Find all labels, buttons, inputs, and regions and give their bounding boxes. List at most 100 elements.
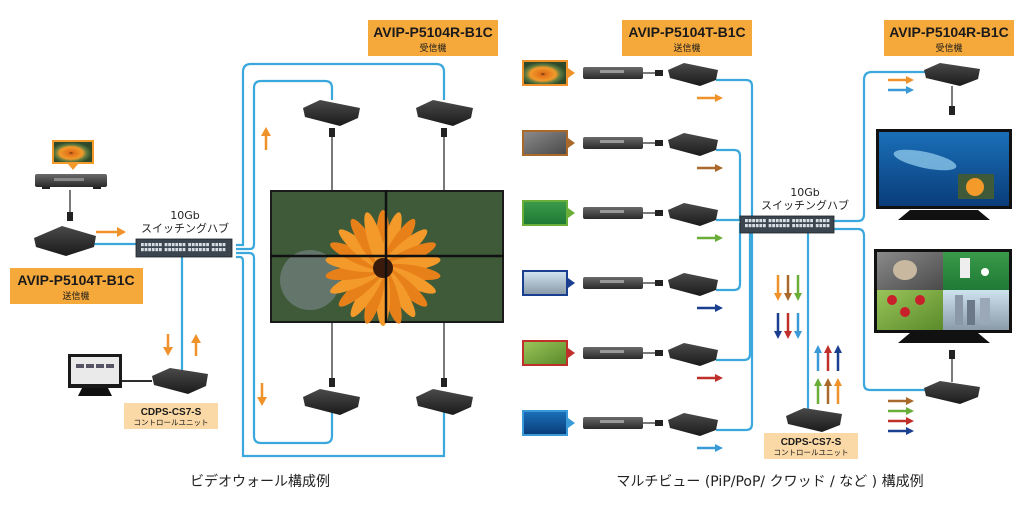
caption-video-wall: ビデオウォール構成例 — [190, 473, 330, 490]
transmitter-device — [668, 343, 718, 366]
right-control-unit — [786, 408, 842, 432]
arrow-up-red — [824, 345, 832, 371]
left-switching-hub: 10Gb スイッチングハブ — [135, 209, 233, 258]
cable-tx-city — [716, 222, 742, 292]
arrow-up-navy — [834, 345, 842, 371]
transmitter-device — [34, 226, 96, 256]
hdmi-plug — [655, 420, 663, 426]
cable-tx-cat — [716, 148, 742, 222]
source-row-cherries — [522, 340, 723, 382]
right-transmitter-label: AVIP-P5104T-B1C 送信機 — [622, 20, 752, 56]
left-control-unit — [152, 368, 208, 394]
left-receiver-model: AVIP-P5104R-B1C — [373, 24, 493, 40]
right-control-model: CDPS-CS7-S — [781, 437, 842, 448]
receiver-quad — [924, 381, 980, 404]
transmitter-device — [668, 413, 718, 436]
quad-arrow-navy — [888, 427, 914, 435]
right-receiver-sub: 受信機 — [935, 42, 962, 54]
source-thumbnail-flower — [52, 140, 94, 170]
transmitter-device — [668, 63, 718, 86]
right-hub-name: スイッチングハブ — [761, 198, 849, 212]
flow-arrow-down — [257, 383, 267, 406]
receiver-pip — [924, 63, 980, 86]
source-row-soccer — [522, 200, 723, 242]
receiver-bottom-right — [416, 389, 473, 415]
multiview-section: 10Gb スイッチングハブ CDPS-CS7-S コントロールユニット AVIP… — [522, 20, 1014, 490]
arrow-down-orange — [774, 275, 782, 301]
right-receiver-label: AVIP-P5104R-B1C 受信機 — [884, 20, 1014, 56]
receiver-top-left — [303, 100, 360, 126]
quad-arrow-brown — [888, 397, 914, 405]
arrow-up-green — [814, 378, 822, 404]
hdmi-plug — [67, 212, 73, 221]
receiver-bottom-left — [303, 389, 360, 415]
flow-arrow-up — [261, 127, 271, 150]
left-transmitter-label: AVIP-P5104T-B1C 送信機 — [10, 268, 143, 304]
quad-monitor — [874, 249, 1012, 343]
flow-arrow-red — [697, 374, 723, 382]
pip-arrow-orange — [888, 76, 914, 84]
left-hub-name: スイッチングハブ — [141, 221, 229, 235]
hdmi-plug — [655, 140, 663, 146]
flow-arrow-orange — [697, 94, 723, 102]
flow-arrows-up — [814, 345, 842, 404]
arrow-down-brown — [784, 275, 792, 301]
arrow-down-red — [784, 313, 792, 339]
transmitter-device — [668, 133, 718, 156]
arrow-up-brown — [824, 378, 832, 404]
left-hub-speed: 10Gb — [170, 209, 200, 222]
quad-arrow-green — [888, 407, 914, 415]
transmitter-device — [668, 203, 718, 226]
transmitter-device — [668, 273, 718, 296]
flow-arrow-brown — [697, 164, 723, 172]
flow-arrow-tx-right — [96, 227, 126, 237]
pip-monitor — [876, 129, 1012, 220]
cable-hub-to-rx-top — [834, 70, 926, 223]
right-hub-speed: 10Gb — [790, 186, 820, 199]
arrow-up-lightblue — [814, 345, 822, 371]
flow-arrow-navy — [697, 304, 723, 312]
cable-tx-whale — [716, 226, 754, 432]
right-transmitter-model: AVIP-P5104T-B1C — [628, 24, 745, 40]
right-control-label: CDPS-CS7-S コントロールユニット — [764, 433, 858, 459]
hdmi-plug — [655, 280, 663, 286]
flow-arrow-lightblue — [697, 444, 723, 452]
left-transmitter-sub: 送信機 — [62, 290, 89, 302]
hdmi-plug — [655, 350, 663, 356]
arrow-up-orange — [834, 378, 842, 404]
flow-arrow-control-down — [163, 334, 173, 356]
left-control-model: CDPS-CS7-S — [141, 407, 202, 418]
quad-input-arrows — [888, 397, 914, 435]
flow-arrow-control-up — [191, 334, 201, 356]
right-receiver-model: AVIP-P5104R-B1C — [889, 24, 1009, 40]
source-row-city — [522, 270, 723, 312]
receiver-top-right — [416, 100, 473, 126]
pip-arrow-blue — [888, 86, 914, 94]
hdmi-plug — [655, 70, 663, 76]
flow-arrow-green — [697, 234, 723, 242]
arrow-down-lightblue — [794, 313, 802, 339]
left-receiver-label: AVIP-P5104R-B1C 受信機 — [368, 20, 498, 56]
flow-arrows-down — [774, 275, 802, 339]
cable-tx-flower — [716, 78, 754, 220]
cable-hub-to-rx-top-right — [236, 62, 446, 247]
control-monitor — [68, 354, 152, 396]
source-row-cat — [522, 130, 723, 172]
quad-arrow-red — [888, 417, 914, 425]
hdmi-plug — [655, 210, 663, 216]
right-control-sub: コントロールユニット — [774, 448, 849, 457]
arrow-down-navy — [774, 313, 782, 339]
cable-hub-to-rx-bottom-left — [236, 251, 334, 445]
media-player — [35, 174, 107, 189]
right-switching-hub: 10Gb スイッチングハブ — [739, 186, 849, 234]
left-control-sub: コントロールユニット — [134, 418, 209, 427]
cable-hub-to-rx-bottom-right — [236, 255, 446, 458]
caption-multiview: マルチビュー (PiP/PoP/ クワッド / など ) 構成例 — [616, 474, 923, 490]
arrow-down-green — [794, 275, 802, 301]
video-wall-section: AVIP-P5104T-B1C 送信機 10Gb スイッチングハブ — [10, 20, 504, 490]
source-row-flower — [522, 60, 723, 102]
left-transmitter-model: AVIP-P5104T-B1C — [17, 272, 134, 288]
cable-tx-cherries — [716, 224, 752, 362]
source-row-whale — [522, 410, 723, 452]
